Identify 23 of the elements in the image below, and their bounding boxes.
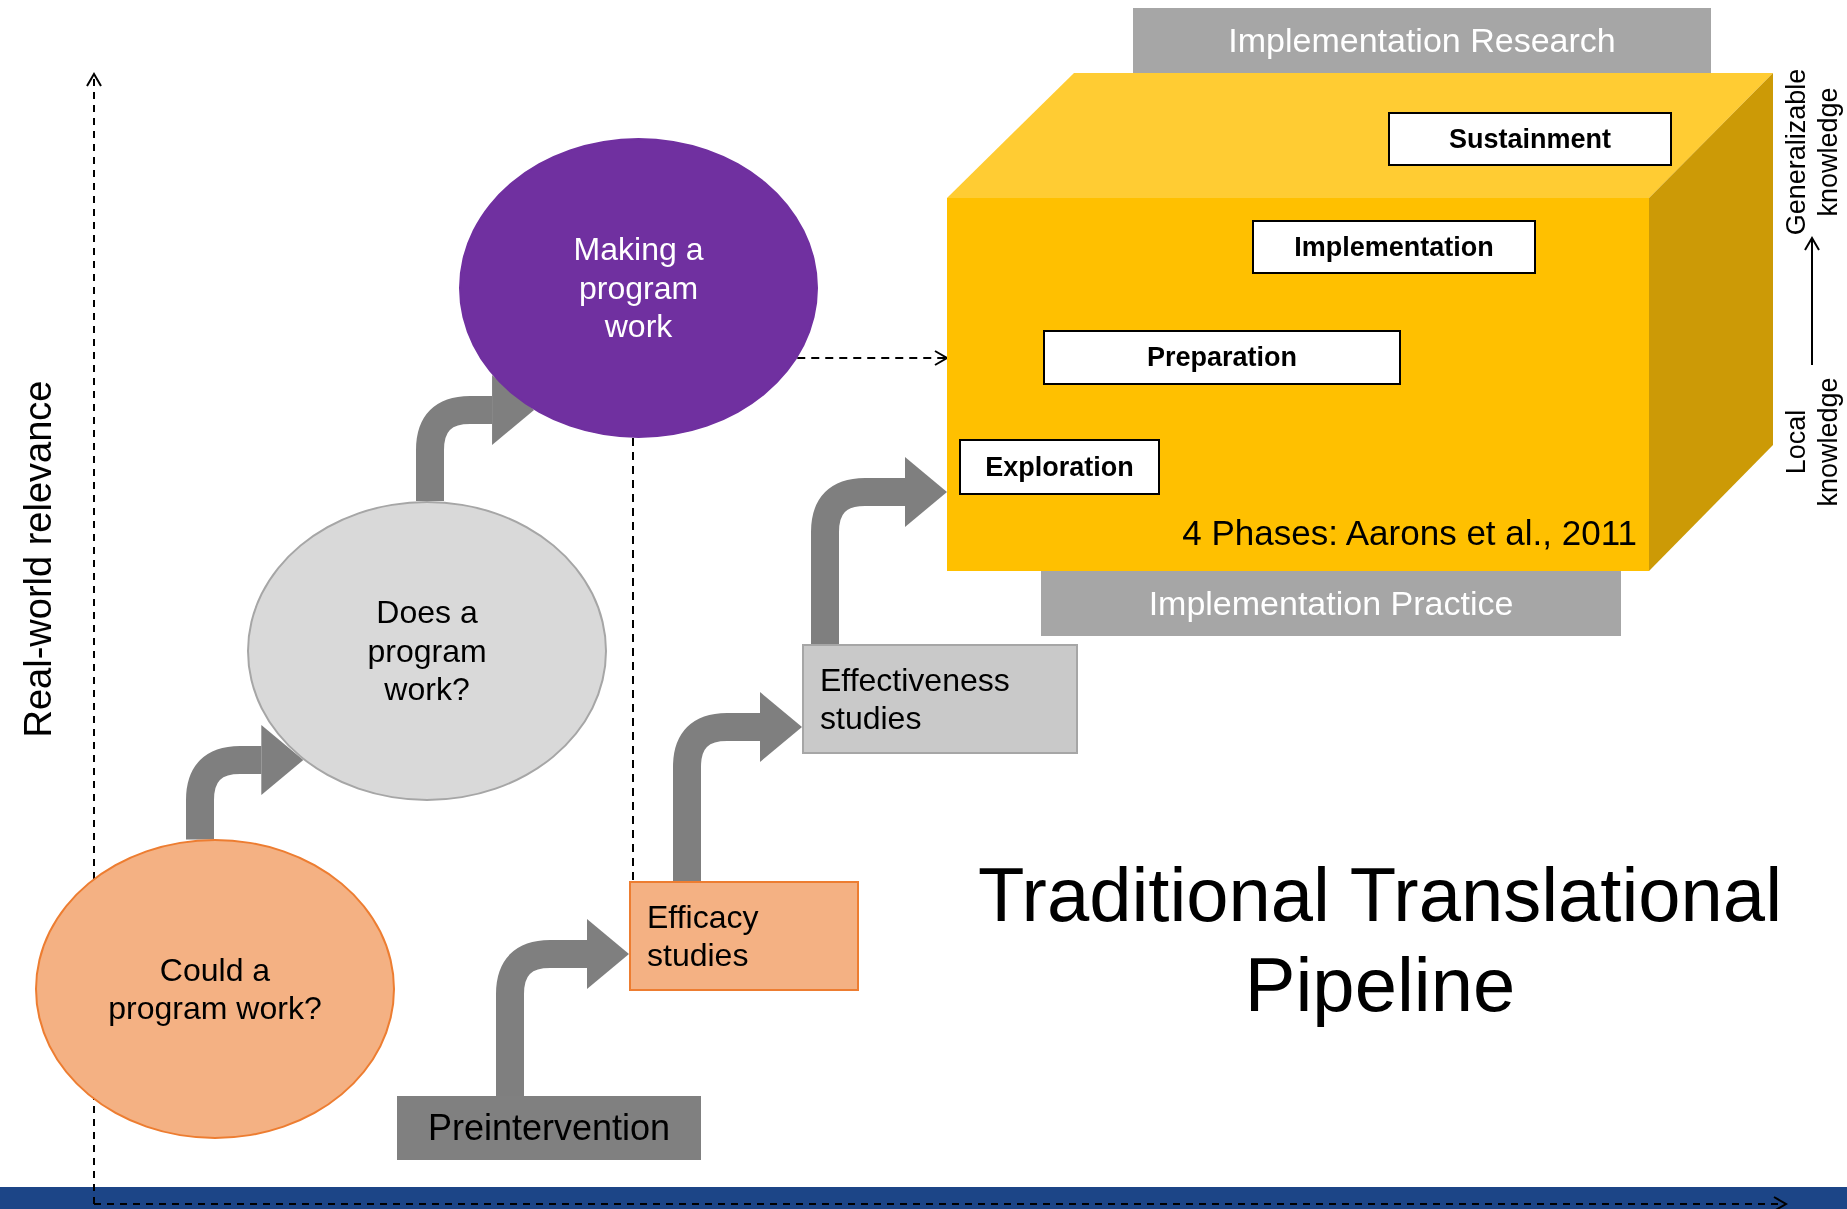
phase-box: Exploration xyxy=(959,439,1160,495)
band: Implementation Research xyxy=(1133,8,1711,73)
dashed-arrow xyxy=(796,350,948,366)
pipeline-title: Traditional Translational Pipeline xyxy=(976,851,1784,1029)
ellipse-node: Does a program work? xyxy=(247,501,607,801)
citation-text: 4 Phases: Aarons et al., 2011 xyxy=(1182,513,1637,553)
ellipse-node: Making a program work xyxy=(459,138,818,438)
phase-box: Sustainment xyxy=(1388,112,1672,166)
band: Implementation Practice xyxy=(1041,571,1621,636)
bent-arrow xyxy=(673,692,802,881)
ellipse-node: Could a program work? xyxy=(35,839,395,1139)
study-box: Efficacy studies xyxy=(629,881,859,991)
bent-arrow xyxy=(811,457,947,644)
phase-box: Implementation xyxy=(1252,220,1536,274)
axis-label: Local knowledge xyxy=(1780,376,1844,509)
bent-arrow xyxy=(186,725,304,840)
phase-box: Preparation xyxy=(1043,330,1401,385)
study-box: Effectiveness studies xyxy=(802,644,1078,754)
axis-label: Generalizable knowledge xyxy=(1780,67,1844,238)
bent-arrow xyxy=(496,919,629,1096)
dashed-line xyxy=(632,436,634,882)
axis-label: Real-world relevance xyxy=(16,379,60,740)
stage-box: Preintervention xyxy=(397,1096,701,1160)
